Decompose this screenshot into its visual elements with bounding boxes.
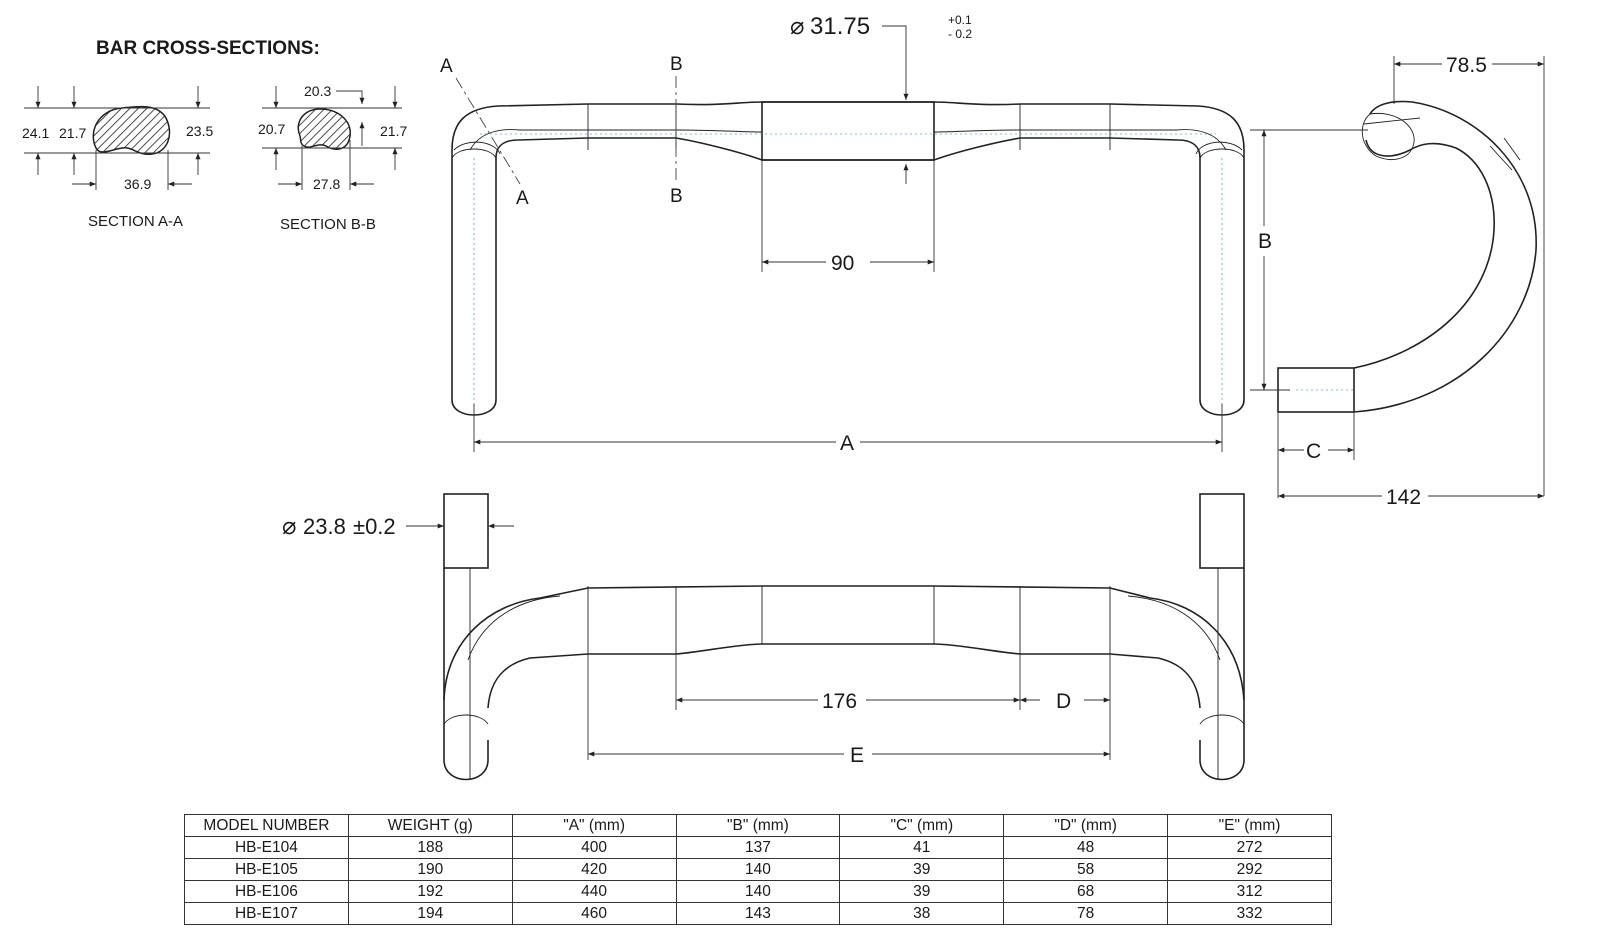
side-view: 78.5 B C 142 bbox=[1250, 54, 1545, 509]
cell-b: 140 bbox=[675, 880, 841, 903]
cell-c: 39 bbox=[839, 858, 1005, 881]
front-view: A A B B ⌀ 31.75 +0.1 - 0.2 90 A bbox=[440, 13, 1245, 455]
section-aa-profile bbox=[92, 105, 171, 155]
side-inner-curve bbox=[1353, 139, 1495, 369]
cell-c: 38 bbox=[839, 902, 1005, 925]
header-e: "E" (mm) bbox=[1167, 814, 1332, 837]
drop-diameter-value: 23.8 bbox=[303, 514, 346, 539]
cut-marker-a-top: A bbox=[440, 56, 453, 77]
section-aa-dim-2: 21.7 bbox=[59, 125, 86, 141]
reach-dim-c: C bbox=[1306, 440, 1321, 463]
cell-weight: 192 bbox=[347, 880, 513, 903]
width-dim-a: A bbox=[840, 432, 854, 455]
cell-d: 78 bbox=[1003, 902, 1169, 925]
clamp-tolerance-plus: +0.1 bbox=[948, 13, 972, 27]
cell-model: HB-E106 bbox=[184, 880, 349, 903]
section-title: BAR CROSS-SECTIONS: bbox=[96, 38, 320, 59]
reach-top-dim: 78.5 bbox=[1446, 54, 1487, 77]
side-outer-curve bbox=[1353, 100, 1537, 413]
spec-table-header: MODEL NUMBER WEIGHT (g) "A" (mm) "B" (mm… bbox=[184, 814, 1332, 837]
section-aa-dim-4: 36.9 bbox=[124, 176, 151, 192]
header-weight: WEIGHT (g) bbox=[347, 814, 513, 837]
cell-b: 137 bbox=[675, 836, 841, 859]
cell-a: 420 bbox=[511, 858, 677, 881]
section-bb-dim-1: 20.3 bbox=[304, 83, 331, 99]
cell-c: 39 bbox=[839, 880, 1005, 903]
cell-e: 292 bbox=[1167, 858, 1332, 881]
header-b: "B" (mm) bbox=[675, 814, 841, 837]
depth-dim: 142 bbox=[1386, 486, 1421, 509]
header-a: "A" (mm) bbox=[511, 814, 677, 837]
table-row: HB-E105 190 420 140 39 58 292 bbox=[184, 858, 1332, 881]
flare-dim-d: D bbox=[1056, 690, 1071, 713]
clamp-width-dim: 90 bbox=[831, 252, 854, 275]
section-bb: 20.3 20.7 21.7 27.8 SECTION B-B bbox=[258, 83, 407, 233]
cut-line-a bbox=[455, 77, 521, 185]
spec-table: MODEL NUMBER WEIGHT (g) "A" (mm) "B" (mm… bbox=[184, 814, 1332, 925]
cell-d: 58 bbox=[1003, 858, 1169, 881]
table-row: HB-E107 194 460 143 38 78 332 bbox=[184, 902, 1332, 925]
cell-model: HB-E107 bbox=[184, 902, 349, 925]
grip-width-dim: 176 bbox=[822, 690, 857, 713]
cell-e: 312 bbox=[1167, 880, 1332, 903]
cell-d: 48 bbox=[1003, 836, 1169, 859]
header-c: "C" (mm) bbox=[839, 814, 1005, 837]
tops-dim-e: E bbox=[850, 744, 864, 767]
clamp-diameter-symbol: ⌀ bbox=[790, 13, 804, 40]
table-row: HB-E106 192 440 140 39 68 312 bbox=[184, 880, 1332, 903]
clamp-tolerance-minus: - 0.2 bbox=[948, 27, 972, 41]
cell-e: 272 bbox=[1167, 836, 1332, 859]
section-bb-profile bbox=[297, 108, 351, 150]
cut-marker-b-top: B bbox=[670, 54, 683, 75]
drop-diameter-tolerance: ±0.2 bbox=[353, 514, 396, 539]
section-bb-dim-2: 20.7 bbox=[258, 121, 285, 137]
cell-model: HB-E105 bbox=[184, 858, 349, 881]
front-outer-profile bbox=[451, 101, 1245, 400]
cell-b: 140 bbox=[675, 858, 841, 881]
section-bb-dim-3: 21.7 bbox=[380, 123, 407, 139]
clamp-diameter-value: 31.75 bbox=[810, 13, 870, 40]
cross-sections: BAR CROSS-SECTIONS: 24.1 21.7 23.5 36.9 … bbox=[22, 38, 407, 233]
cell-c: 41 bbox=[839, 836, 1005, 859]
cell-e: 332 bbox=[1167, 902, 1332, 925]
cell-d: 68 bbox=[1003, 880, 1169, 903]
cell-b: 143 bbox=[675, 902, 841, 925]
section-aa-dim-3: 23.5 bbox=[186, 123, 213, 139]
top-view: ⌀ 23.8 ±0.2 176 D E bbox=[282, 493, 1245, 781]
table-row: HB-E104 188 400 137 41 48 272 bbox=[184, 836, 1332, 859]
cell-weight: 190 bbox=[347, 858, 513, 881]
section-bb-label: SECTION B-B bbox=[280, 216, 376, 233]
drop-diameter-symbol: ⌀ bbox=[282, 513, 296, 540]
cut-marker-a-bottom: A bbox=[516, 188, 529, 209]
section-aa-dim-1: 24.1 bbox=[22, 125, 49, 141]
top-outer-profile bbox=[443, 585, 1245, 701]
drop-dim-b: B bbox=[1258, 230, 1272, 253]
top-inner-profile bbox=[487, 643, 1201, 709]
cell-weight: 194 bbox=[347, 902, 513, 925]
cell-a: 400 bbox=[511, 836, 677, 859]
header-model: MODEL NUMBER bbox=[184, 814, 349, 837]
cell-model: HB-E104 bbox=[184, 836, 349, 859]
header-d: "D" (mm) bbox=[1003, 814, 1169, 837]
section-bb-dim-4: 27.8 bbox=[313, 176, 340, 192]
cell-a: 460 bbox=[511, 902, 677, 925]
section-aa-label: SECTION A-A bbox=[88, 213, 183, 230]
section-aa: 24.1 21.7 23.5 36.9 SECTION A-A bbox=[22, 86, 213, 230]
stem-clamp-area bbox=[761, 101, 935, 161]
cell-a: 440 bbox=[511, 880, 677, 903]
cut-marker-b-bottom: B bbox=[670, 186, 683, 207]
cell-weight: 188 bbox=[347, 836, 513, 859]
